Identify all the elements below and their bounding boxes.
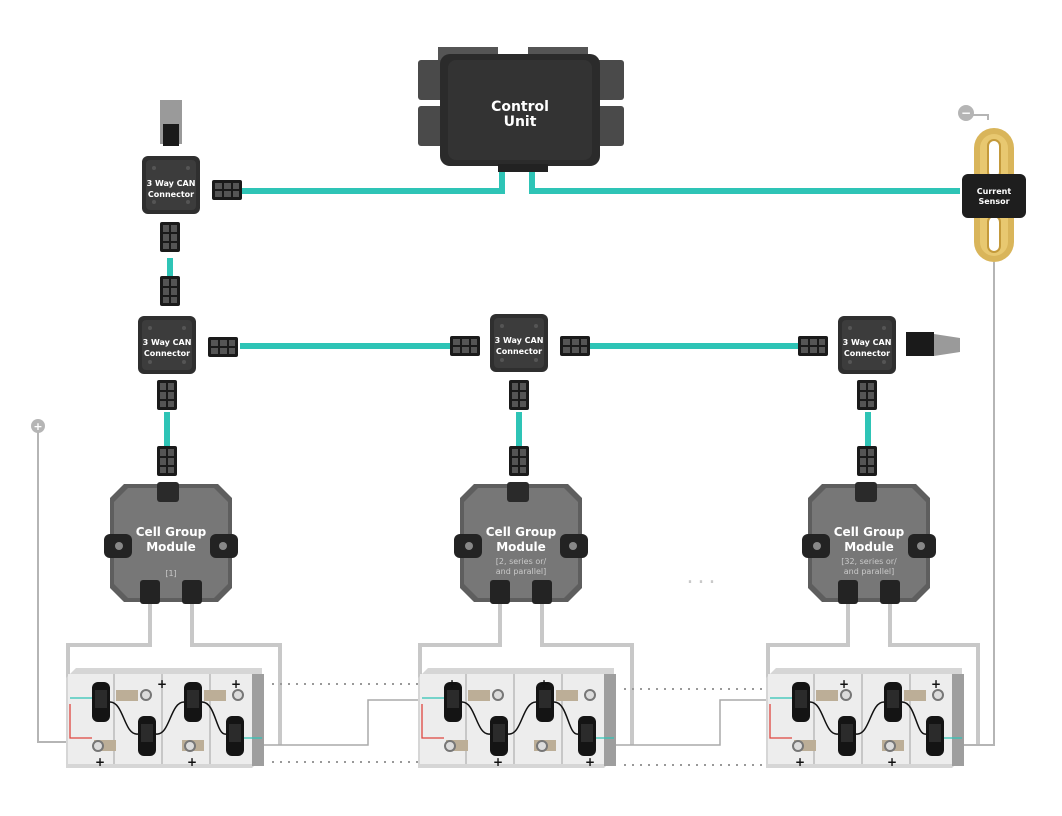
control-unit-label-line2: Unit [504,114,537,130]
cell-pack-2-sign-a: + [447,677,457,691]
module-2-sub1: [2, series or/ [496,557,547,566]
can-connector-2-label-line2: Connector [496,347,542,356]
can-connector-3-label-line1: 3 Way CAN [843,338,892,347]
can-connector-1[interactable]: 3 Way CAN Connector [138,316,238,476]
control-unit-label-line1: Control [491,99,549,115]
current-sensor[interactable]: Current Sensor [962,128,1026,262]
control-unit[interactable]: Control Unit [418,47,624,172]
module-1-label-line1: Cell Group [136,525,207,539]
module-2-sub2: and parallel] [496,567,546,576]
current-sensor-label-line2: Sensor [978,197,1009,206]
module-3-sub1: [32, series or/ [841,557,897,566]
cell-group-module-3[interactable]: Cell Group Module [32, series or/ and pa… [802,482,936,604]
cell-pack-1-sign-d: + [187,755,197,769]
can-connector-1-label-line2: Connector [144,349,190,358]
can-connector-3[interactable]: 3 Way CAN Connector [798,316,960,476]
cell-pack-2-sign-c: + [493,755,503,769]
negative-terminal-label: − [961,106,971,120]
can-connector-top-label-line1: 3 Way CAN [147,179,196,188]
module-2-label-line1: Cell Group [486,525,557,539]
cell-group-module-2[interactable]: Cell Group Module [2, series or/ and par… [454,482,588,604]
cell-pack-3: + + + + [765,667,965,769]
can-connector-2-label-line1: 3 Way CAN [495,336,544,345]
can-connector-3-label-line2: Connector [844,349,890,358]
pack-interconnects [260,683,770,766]
module-2-label-line2: Module [496,540,546,554]
module-3-label-line2: Module [844,540,894,554]
can-connector-top[interactable]: 3 Way CAN Connector [142,100,242,306]
can-connector-1-label-line1: 3 Way CAN [143,338,192,347]
can-connector-top-label-line2: Connector [148,190,194,199]
cell-pack-1-sign-a: + [157,677,167,691]
ellipsis: ... [687,564,720,589]
cell-pack-3-sign-c: + [795,755,805,769]
cell-group-module-1[interactable]: Cell Group Module [1] [104,482,238,604]
module-1-label-line2: Module [146,540,196,554]
can-cables [164,170,960,452]
cell-pack-2-sign-b: + [539,677,549,691]
cell-pack-2-sign-d: + [585,755,595,769]
negative-main-wire: − [958,105,995,746]
module-3-sub2: and parallel] [844,567,894,576]
cell-pack-3-sign-b: + [931,677,941,691]
positive-terminal-label: + [33,420,42,433]
cell-pack-3-sign-d: + [887,755,897,769]
cell-pack-1: + + + + [65,667,265,769]
cell-pack-3-sign-a: + [839,677,849,691]
cell-pack-1-sign-c: + [95,755,105,769]
module-1-sub1: [1] [165,569,176,578]
module-3-label-line1: Cell Group [834,525,905,539]
cell-pack-1-sign-b: + [231,677,241,691]
cell-pack-2: + + + + [417,667,617,769]
can-connector-2[interactable]: 3 Way CAN Connector [450,314,590,476]
current-sensor-label-line1: Current [977,187,1012,196]
